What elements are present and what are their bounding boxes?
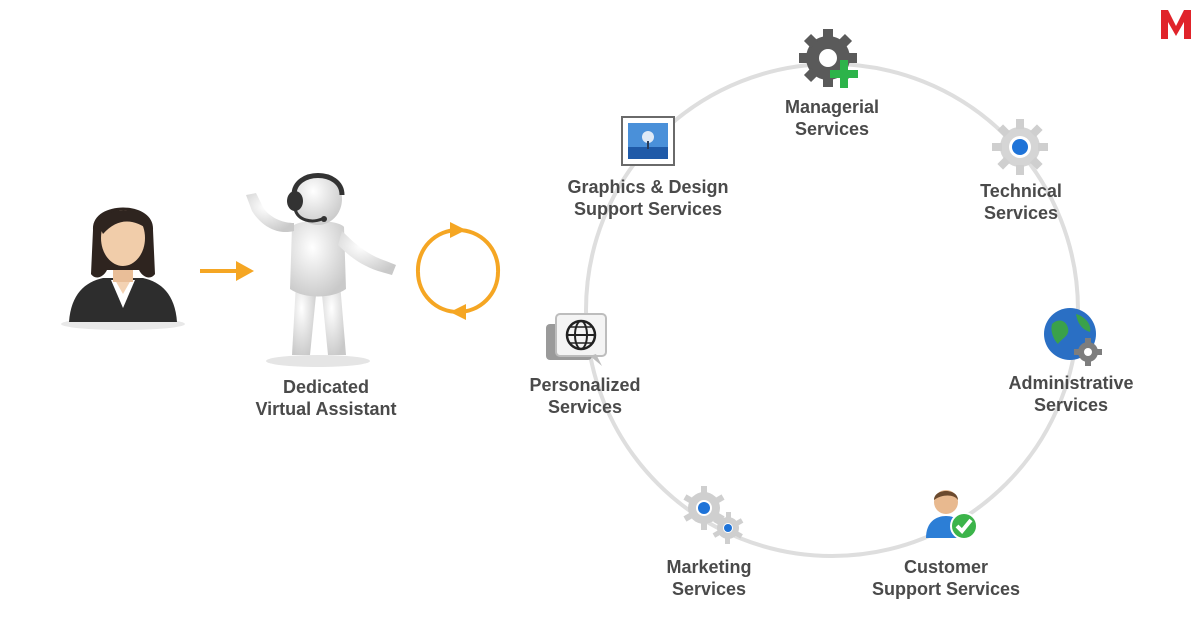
virtual-assistant-figure-icon bbox=[246, 173, 396, 367]
assistant-label: Dedicated Virtual Assistant bbox=[255, 377, 397, 419]
user-check-icon bbox=[926, 490, 978, 540]
service-label-personalized: Personalized Services bbox=[529, 375, 641, 417]
double-gear-icon bbox=[683, 486, 744, 544]
gear-plus-icon bbox=[799, 29, 858, 88]
service-label-technical: Technical Services bbox=[980, 181, 1062, 223]
blue-gear-icon bbox=[992, 119, 1048, 175]
globe-gear-icon bbox=[1044, 308, 1102, 366]
globe-chat-icon bbox=[546, 313, 607, 366]
businesswoman-avatar-icon bbox=[61, 207, 185, 330]
service-label-marketing: Marketing Services bbox=[666, 557, 752, 599]
picture-icon bbox=[621, 116, 675, 166]
arrow-right-icon bbox=[200, 261, 254, 281]
service-label-customer-support: Customer Support Services bbox=[871, 557, 1021, 599]
service-label-managerial: Managerial Services bbox=[784, 97, 880, 139]
brand-logo-icon bbox=[1158, 6, 1194, 42]
service-label-graphics-design: Graphics & Design Support Services bbox=[567, 177, 729, 219]
service-label-administrative: Administrative Services bbox=[1008, 373, 1134, 415]
cycle-arrows-icon bbox=[415, 222, 501, 320]
